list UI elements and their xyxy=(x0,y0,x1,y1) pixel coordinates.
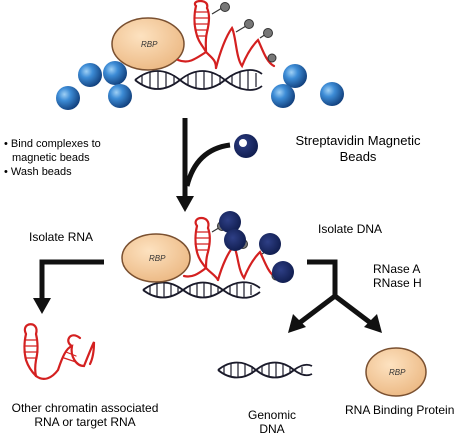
dna-output-label: Genomic DNA xyxy=(247,408,297,436)
rna-output-label: Other chromatin associated RNA or target… xyxy=(11,401,159,429)
wash-steps-list: • Bind complexes to magnetic beads • Was… xyxy=(4,137,101,179)
top-rna xyxy=(176,0,276,70)
output-dna-helix xyxy=(217,361,313,379)
protein-output-label: RNA Binding Protein xyxy=(345,403,455,417)
top-magnetic-beads xyxy=(56,61,344,110)
isolate-dna-arrow xyxy=(288,259,382,333)
step-bind: • Bind complexes to xyxy=(4,138,101,150)
top-dna-helix xyxy=(134,69,263,91)
rnase-label: RNase A RNase H xyxy=(373,262,422,290)
isolate-rna-label: Isolate RNA xyxy=(29,230,94,244)
output-rbp xyxy=(365,347,427,397)
top-biotin-probes xyxy=(211,2,277,63)
output-rna xyxy=(23,323,96,380)
middle-rbp-label: RBP xyxy=(149,254,166,263)
streptavidin-bead xyxy=(234,134,258,158)
step-wash: • Wash beads xyxy=(4,166,72,178)
capture-arrow xyxy=(176,118,231,212)
isolate-rna-arrow xyxy=(33,259,104,314)
middle-dna-helix xyxy=(142,281,261,299)
top-complex: RBP xyxy=(56,0,344,110)
isolate-dna-label: Isolate DNA xyxy=(318,222,383,236)
middle-rbp xyxy=(121,233,191,283)
middle-rna xyxy=(182,216,276,282)
step-bind-cont: magnetic beads xyxy=(12,152,90,164)
top-rbp xyxy=(111,17,185,71)
middle-complex: RBP xyxy=(121,211,294,299)
output-rbp-label: RBP xyxy=(389,368,406,377)
top-rbp-label: RBP xyxy=(141,40,158,49)
streptavidin-label: Streptavidin Magnetic Beads xyxy=(295,133,421,164)
middle-streptavidin-beads xyxy=(211,211,294,283)
